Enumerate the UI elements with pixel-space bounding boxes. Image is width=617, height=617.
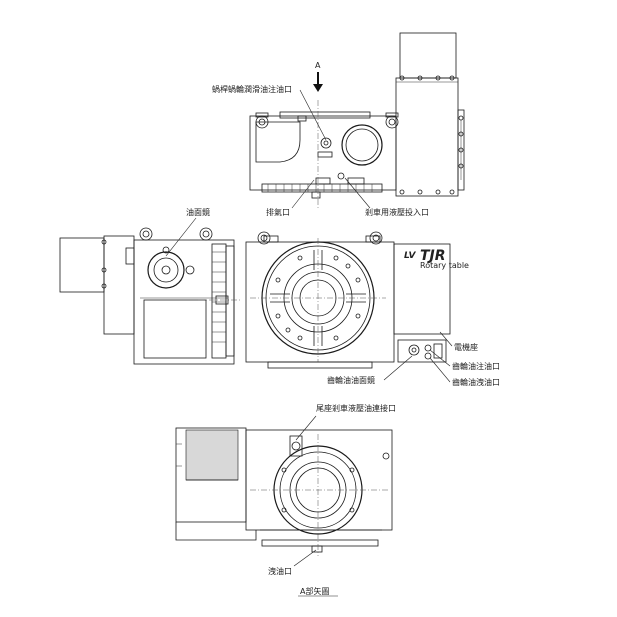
arrow-down-icon xyxy=(313,84,323,92)
label-tail-brake-port: 尾座剎車液壓油連接口 xyxy=(316,403,396,413)
side-oil-gauge xyxy=(147,251,185,289)
leader-tail-brake-port xyxy=(295,415,317,441)
arrow-a-label: A xyxy=(315,61,321,70)
leader-oil-gauge xyxy=(165,217,197,257)
leader-gear-oil-drain xyxy=(429,357,451,383)
logo-subtitle: Rotary table xyxy=(420,261,469,270)
side-view xyxy=(59,227,240,365)
top-view: A xyxy=(249,32,465,210)
top-main-body xyxy=(249,115,397,191)
logo-prefix: LV xyxy=(404,251,416,261)
leader-drain-port xyxy=(293,549,317,567)
top-motor-upper xyxy=(399,32,457,79)
front-motor-plate xyxy=(393,243,451,335)
logo-brand: TJR xyxy=(420,248,446,264)
leader-gear-oil-inlet xyxy=(429,349,451,367)
leader-vent xyxy=(291,179,315,209)
leader-gear-oil-gauge xyxy=(383,355,413,381)
label-motor-mount: 電機座 xyxy=(454,342,478,352)
label-gear-oil-drain: 齒輪油洩油口 xyxy=(452,377,500,387)
front-view: LV TJR Rotary table xyxy=(245,231,469,369)
label-brake-fluid-inlet: 剎車用液壓投入口 xyxy=(365,207,429,217)
bottom-main-body xyxy=(245,429,393,531)
label-vent: 排氣口 xyxy=(266,207,290,217)
top-motor-housing xyxy=(395,77,459,197)
bottom-view-a xyxy=(175,427,393,556)
top-scale-strip xyxy=(261,183,383,193)
leader-motor-mount xyxy=(439,331,453,347)
label-gear-oil-gauge: 齒輪油油面鏡 xyxy=(327,375,375,385)
front-main-body xyxy=(245,241,395,363)
side-motor-box xyxy=(59,237,105,293)
label-oil-gauge: 油面鏡 xyxy=(186,207,210,217)
leader-worm-oil-inlet xyxy=(299,89,327,141)
leader-brake-fluid-inlet xyxy=(344,177,371,209)
label-drain-port: 洩油口 xyxy=(268,566,292,576)
label-view-a: A部矢圖 xyxy=(300,586,329,596)
label-gear-oil-inlet: 齒輪油注油口 xyxy=(452,361,500,371)
top-round-cap xyxy=(341,124,383,166)
label-worm-oil-inlet: 蝸桿蝸輪潤滑油注油口 xyxy=(212,84,292,94)
